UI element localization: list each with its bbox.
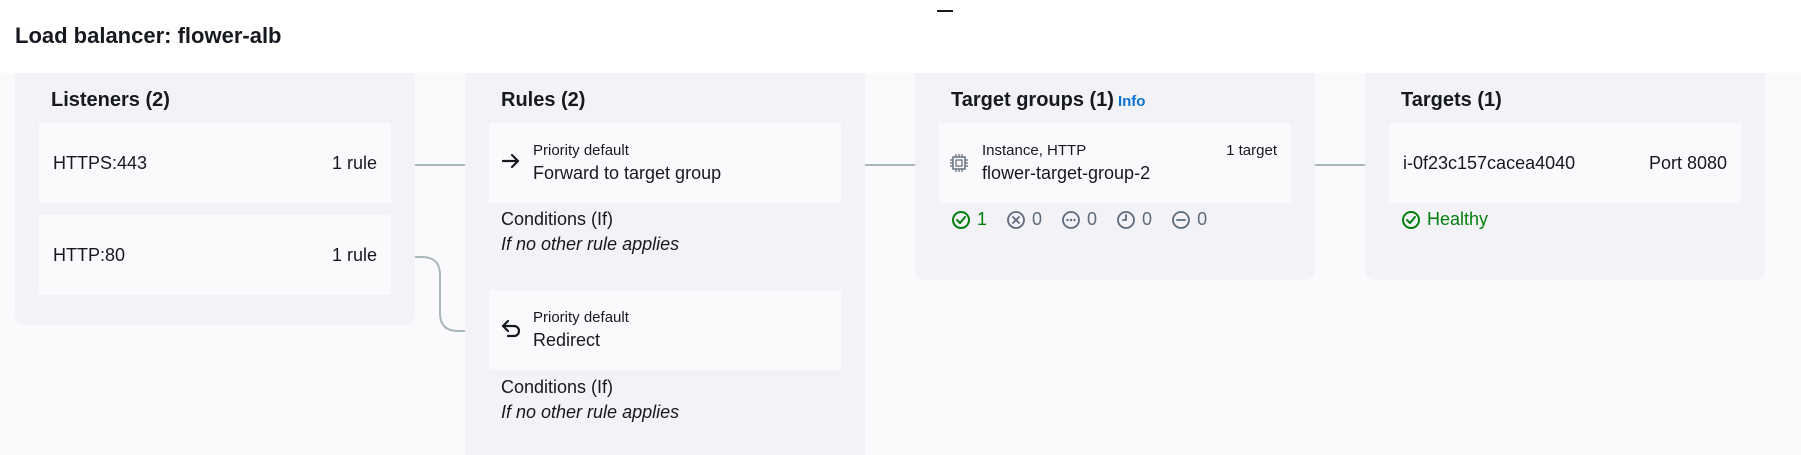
healthy-count-value: 1 — [977, 209, 988, 229]
rule-priority: Priority default — [533, 309, 629, 326]
listener-rule-count: 1 rule — [331, 245, 377, 265]
unhealthy-count-value: 0 — [1032, 209, 1043, 229]
listener-rule-count: 1 rule — [331, 153, 377, 173]
pending-count: 0 — [1116, 209, 1152, 230]
listener-card-https[interactable]: HTTPS:443 1 rule — [39, 123, 391, 203]
ellipsis-circle-icon — [1062, 210, 1080, 229]
targets-column: Targets (1) i-0f23c157cacea4040 Port 808… — [1365, 73, 1765, 280]
draining-count: 0 — [1171, 209, 1207, 230]
rules-column: Rules (2) Priority default Forward to ta… — [465, 73, 865, 455]
rule-conditions-text: If no other rule applies — [501, 402, 680, 422]
rule-conditions-label: Conditions (If) — [501, 209, 614, 229]
chip-icon — [950, 154, 968, 172]
rule-action: Forward to target group — [533, 163, 722, 183]
info-link[interactable]: Info — [1117, 93, 1146, 110]
target-group-name: flower-target-group-2 — [982, 163, 1151, 183]
rule-card-redirect[interactable]: Priority default Redirect — [489, 290, 841, 370]
target-health-label: Healthy — [1427, 209, 1489, 229]
resource-map: Listeners (2) HTTPS:443 1 rule HTTP:80 1… — [0, 73, 1801, 455]
target-groups-title: Target groups (1)Info — [951, 89, 1145, 112]
unused-count: 0 — [1061, 209, 1097, 230]
rule-conditions-text: If no other rule applies — [501, 234, 680, 254]
check-circle-icon — [1402, 210, 1420, 229]
target-port: Port 8080 — [1648, 153, 1727, 173]
rule-priority: Priority default — [533, 142, 629, 159]
minus-circle-icon — [1172, 210, 1190, 229]
target-groups-column: Target groups (1)Info Instance, HTTP 1 t… — [915, 73, 1315, 280]
targets-title: Targets (1) — [1401, 89, 1502, 111]
check-circle-icon — [952, 210, 970, 229]
target-card[interactable]: i-0f23c157cacea4040 Port 8080 — [1389, 123, 1741, 203]
listener-name: HTTP:80 — [53, 245, 126, 265]
x-circle-icon — [1007, 210, 1025, 229]
redirect-icon — [501, 319, 521, 338]
target-group-count: 1 target — [1226, 142, 1277, 159]
target-instance-id: i-0f23c157cacea4040 — [1403, 153, 1576, 173]
unhealthy-count: 0 — [1006, 209, 1042, 230]
rule-conditions-label: Conditions (If) — [501, 377, 614, 397]
target-groups-title-text: Target groups (1) — [951, 89, 1114, 111]
minimize-handle[interactable] — [937, 10, 953, 12]
listener-card-http[interactable]: HTTP:80 1 rule — [39, 215, 391, 295]
unused-count-value: 0 — [1087, 209, 1098, 229]
draining-count-value: 0 — [1197, 209, 1208, 229]
pending-count-value: 0 — [1142, 209, 1153, 229]
listener-name: HTTPS:443 — [53, 153, 148, 173]
rule-card-forward[interactable]: Priority default Forward to target group — [489, 123, 841, 203]
target-health-status: Healthy — [1401, 209, 1488, 230]
clock-icon — [1117, 210, 1135, 229]
arrow-right-icon — [501, 153, 520, 169]
listeners-title: Listeners (2) — [51, 89, 170, 111]
page-title: Load balancer: flower-alb — [15, 23, 282, 48]
listeners-column: Listeners (2) HTTPS:443 1 rule HTTP:80 1… — [15, 73, 415, 325]
page-header: Load balancer: flower-alb — [0, 0, 1801, 73]
healthy-count: 1 — [951, 209, 987, 230]
target-group-card[interactable]: Instance, HTTP 1 target flower-target-gr… — [939, 123, 1291, 203]
rule-action: Redirect — [533, 330, 601, 350]
health-status-summary: 1 0 0 — [951, 209, 1226, 230]
target-group-type: Instance, HTTP — [982, 142, 1087, 159]
rules-title: Rules (2) — [501, 89, 586, 111]
